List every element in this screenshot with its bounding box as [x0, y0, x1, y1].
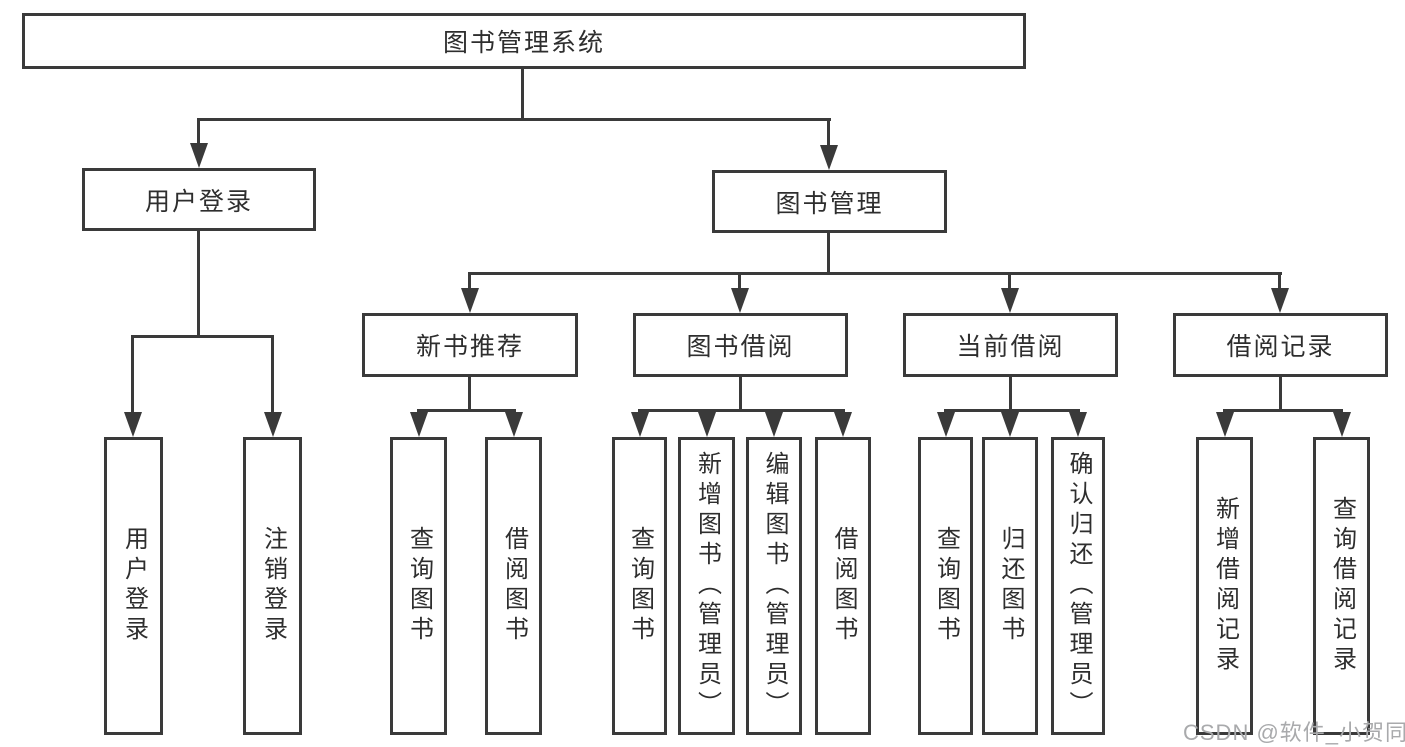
- connector-drop-level3: [738, 272, 741, 291]
- arrow-down-icon: [461, 288, 479, 313]
- connector-group-stem: [1279, 377, 1282, 409]
- leaf-records-add-record: 新增借阅记录: [1196, 437, 1253, 735]
- leaf-current-confirm-return: 确认归还（管理员）: [1051, 437, 1105, 735]
- arrow-down-icon: [264, 412, 282, 437]
- arrow-down-icon: [1333, 412, 1351, 437]
- arrow-down-icon: [834, 412, 852, 437]
- leaf-borrowing-query-books-label: 查询图书: [626, 526, 654, 646]
- arrow-down-icon: [1001, 288, 1019, 313]
- node-user-login: 用户登录: [82, 168, 316, 231]
- node-root-label: 图书管理系统: [442, 29, 605, 57]
- connector-login-bar: [131, 335, 274, 338]
- node-new-book-recommend: 新书推荐: [362, 313, 578, 377]
- leaf-records-query-record-label: 查询借阅记录: [1328, 496, 1356, 676]
- leaf-logout: 注销登录: [243, 437, 302, 735]
- arrow-down-icon: [505, 412, 523, 437]
- leaf-current-confirm-return-label: 确认归还（管理员）: [1065, 451, 1092, 721]
- leaf-recommend-query-books-label: 查询图书: [405, 526, 433, 646]
- arrow-down-icon: [631, 412, 649, 437]
- leaf-current-query-books-label: 查询图书: [932, 526, 960, 646]
- node-new-book-recommend-label: 新书推荐: [415, 333, 524, 361]
- node-borrowing-records: 借阅记录: [1173, 313, 1388, 377]
- csdn-watermark: CSDN @软件_小贺同学: [1183, 720, 1405, 745]
- arrow-down-icon: [937, 412, 955, 437]
- connector-group-bar: [1223, 409, 1343, 412]
- node-book-borrowing-label: 图书借阅: [686, 333, 795, 361]
- connector-drop-level3: [1278, 272, 1281, 291]
- arrow-down-icon: [410, 412, 428, 437]
- connector-group-bar: [638, 409, 845, 412]
- leaf-borrowing-borrow-books-label: 借阅图书: [830, 526, 857, 646]
- leaf-recommend-borrow-books-label: 借阅图书: [500, 526, 528, 646]
- leaf-borrowing-query-books: 查询图书: [612, 437, 667, 735]
- arrow-down-icon: [820, 145, 838, 170]
- leaf-borrowing-add-books: 新增图书（管理员）: [678, 437, 735, 735]
- leaf-borrowing-edit-books-label: 编辑图书（管理员）: [761, 451, 788, 721]
- connector-group-bar: [944, 409, 1080, 412]
- node-borrowing-records-label: 借阅记录: [1226, 333, 1335, 361]
- node-root: 图书管理系统: [22, 13, 1026, 69]
- leaf-borrowing-edit-books: 编辑图书（管理员）: [746, 437, 802, 735]
- arrow-down-icon: [1069, 412, 1087, 437]
- node-book-borrowing: 图书借阅: [633, 313, 848, 377]
- node-book-management-label: 图书管理: [775, 189, 884, 218]
- leaf-logout-label: 注销登录: [259, 526, 287, 646]
- connector-group-stem: [739, 377, 742, 409]
- arrow-down-icon: [765, 412, 783, 437]
- connector-mgmt-stem: [827, 233, 830, 272]
- connector-drop-leaf: [131, 335, 134, 413]
- connector-group-bar: [417, 409, 516, 412]
- leaf-current-return-books-label: 归还图书: [997, 526, 1024, 646]
- leaf-borrowing-borrow-books: 借阅图书: [815, 437, 871, 735]
- connector-drop-user-login: [197, 118, 200, 144]
- connector-root-stem: [521, 69, 524, 118]
- arrow-down-icon: [698, 412, 716, 437]
- node-user-login-label: 用户登录: [144, 187, 253, 216]
- connector-drop-level3: [1008, 272, 1011, 291]
- arrow-down-icon: [731, 288, 749, 313]
- node-current-borrowing-label: 当前借阅: [956, 333, 1065, 361]
- arrow-down-icon: [190, 143, 208, 168]
- connector-login-stem: [197, 231, 200, 335]
- leaf-current-query-books: 查询图书: [918, 437, 973, 735]
- arrow-down-icon: [1271, 288, 1289, 313]
- leaf-records-add-record-label: 新增借阅记录: [1211, 496, 1239, 676]
- leaf-user-login-label: 用户登录: [120, 526, 148, 646]
- node-current-borrowing: 当前借阅: [903, 313, 1118, 377]
- leaf-records-query-record: 查询借阅记录: [1313, 437, 1370, 735]
- connector-group-stem: [1009, 377, 1012, 409]
- leaf-borrowing-add-books-label: 新增图书（管理员）: [693, 451, 721, 721]
- connector-level2-bar: [197, 118, 831, 121]
- arrow-down-icon: [1001, 412, 1019, 437]
- arrow-down-icon: [1216, 412, 1234, 437]
- connector-drop-leaf: [271, 335, 274, 413]
- leaf-current-return-books: 归还图书: [982, 437, 1038, 735]
- connector-group-stem: [468, 377, 471, 409]
- connector-drop-level3: [468, 272, 471, 291]
- connector-drop-book-mgmt: [827, 118, 830, 146]
- leaf-user-login: 用户登录: [104, 437, 163, 735]
- leaf-recommend-query-books: 查询图书: [390, 437, 447, 735]
- connector-level3-bar: [468, 272, 1282, 275]
- arrow-down-icon: [124, 412, 142, 437]
- node-book-management: 图书管理: [712, 170, 947, 233]
- leaf-recommend-borrow-books: 借阅图书: [485, 437, 542, 735]
